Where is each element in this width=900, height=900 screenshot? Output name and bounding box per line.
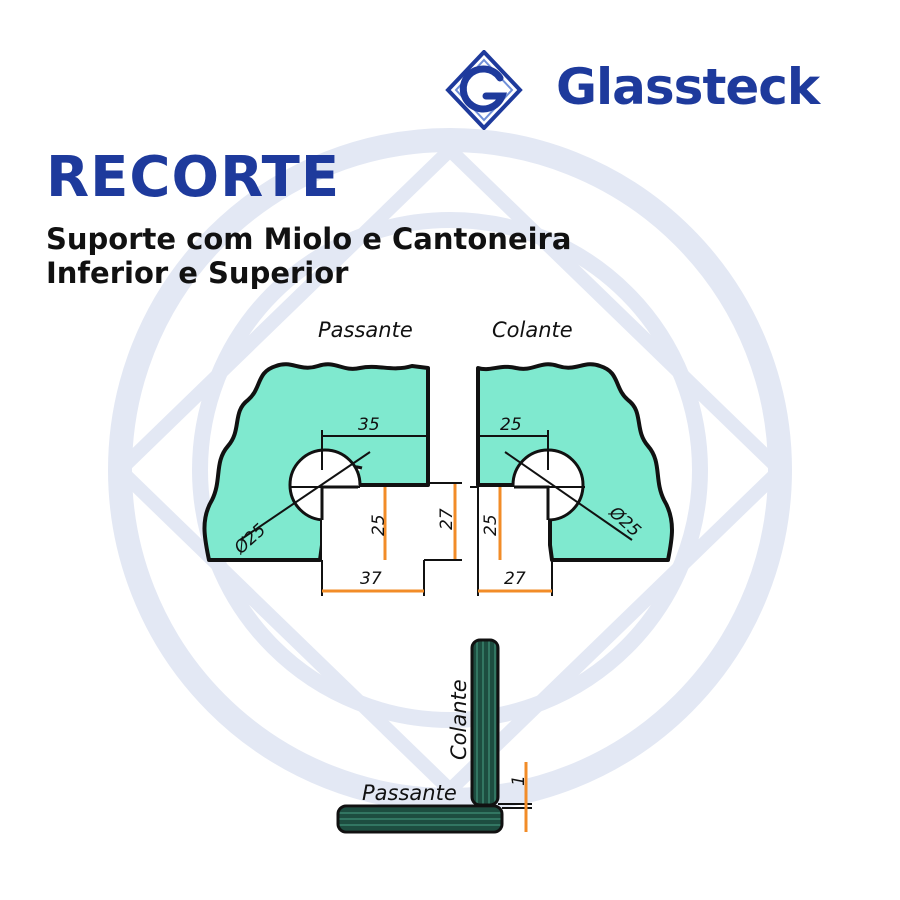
profile-section: Colante Passante 1 — [336, 638, 532, 834]
passante-cutout: Passante 35 Ø25 25 27 37 — [202, 318, 462, 596]
colante-profile — [470, 638, 500, 807]
colante-label: Colante — [492, 318, 573, 342]
brand-name: Glassteck — [556, 58, 820, 116]
passante-width-bottom: 37 — [360, 569, 382, 589]
passante-profile — [336, 804, 504, 834]
passante-label: Passante — [318, 318, 413, 342]
colante-height-inner: 25 — [481, 514, 501, 536]
colante-profile-label: Colante — [447, 679, 471, 760]
passante-height-inner: 25 — [369, 514, 389, 536]
passante-height-outer: 27 — [437, 508, 457, 530]
colante-width-top: 25 — [500, 415, 522, 435]
passante-profile-label: Passante — [362, 781, 457, 805]
colante-width-bottom: 27 — [504, 569, 526, 589]
colante-cutout: Colante 25 Ø25 25 27 — [470, 318, 674, 596]
page-title: RECORTE — [46, 145, 341, 210]
profile-gap-label: 1 — [509, 775, 529, 786]
glassteck-logo-icon — [445, 50, 523, 130]
subtitle: Suporte com Miolo e Cantoneira Inferior … — [46, 222, 571, 290]
subtitle-line-2: Inferior e Superior — [46, 256, 349, 290]
passante-width-top: 35 — [358, 415, 380, 435]
subtitle-line-1: Suporte com Miolo e Cantoneira — [46, 222, 572, 256]
